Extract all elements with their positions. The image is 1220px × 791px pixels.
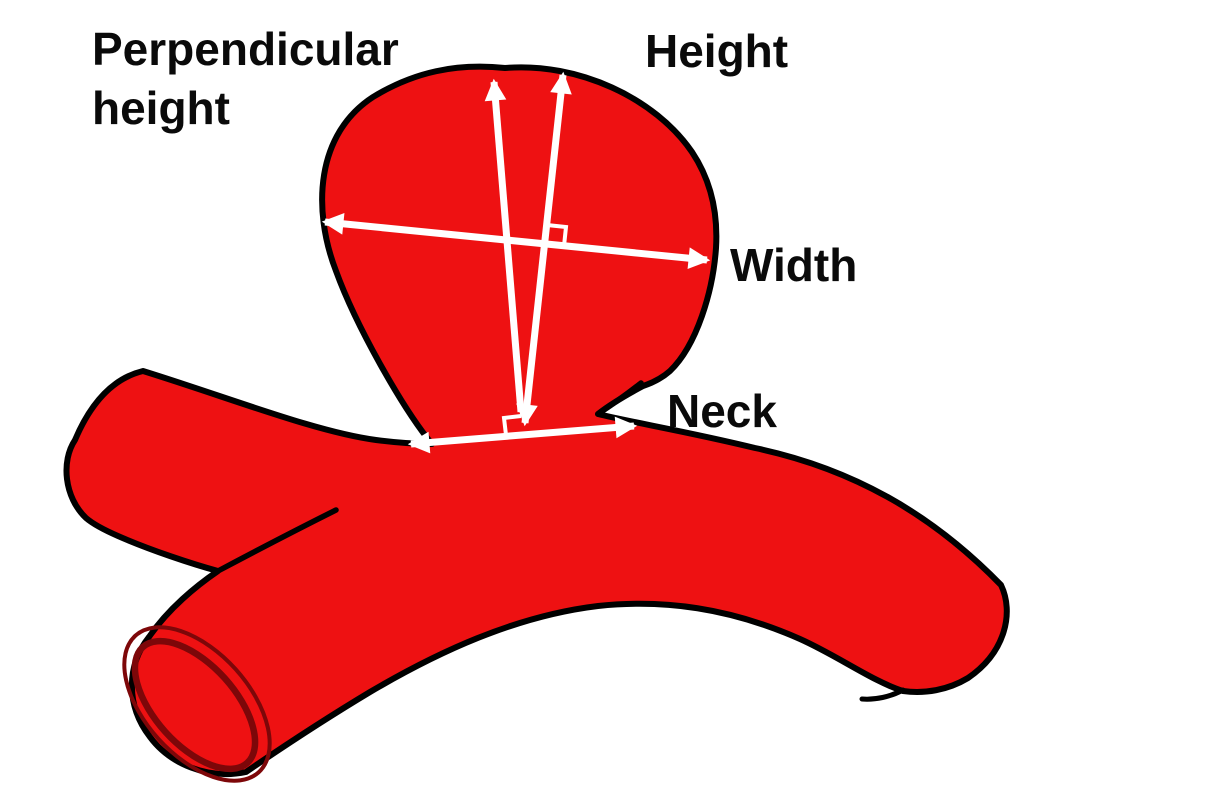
- branch-crease-line: [215, 507, 339, 574]
- right-angle-marker-top: [546, 223, 569, 247]
- label-height: Height: [645, 25, 789, 77]
- width-arrow: [321, 213, 711, 269]
- label-width: Width: [730, 239, 858, 291]
- label-perpendicular-height: Perpendicular height: [92, 23, 399, 134]
- vessel-and-aneurysm-silhouette: [63, 63, 1010, 778]
- right-angle-marker-neck: [501, 414, 522, 436]
- height-arrow: [516, 71, 572, 427]
- lumen-ring-outer: [122, 625, 272, 783]
- right-branch-tip-line: [859, 687, 906, 702]
- lumen-ring-inner: [131, 637, 259, 773]
- label-neck: Neck: [667, 385, 777, 437]
- neck-arrow: [407, 416, 638, 454]
- neck-crease-line: [595, 380, 644, 417]
- perpendicular-height-arrow: [484, 78, 525, 413]
